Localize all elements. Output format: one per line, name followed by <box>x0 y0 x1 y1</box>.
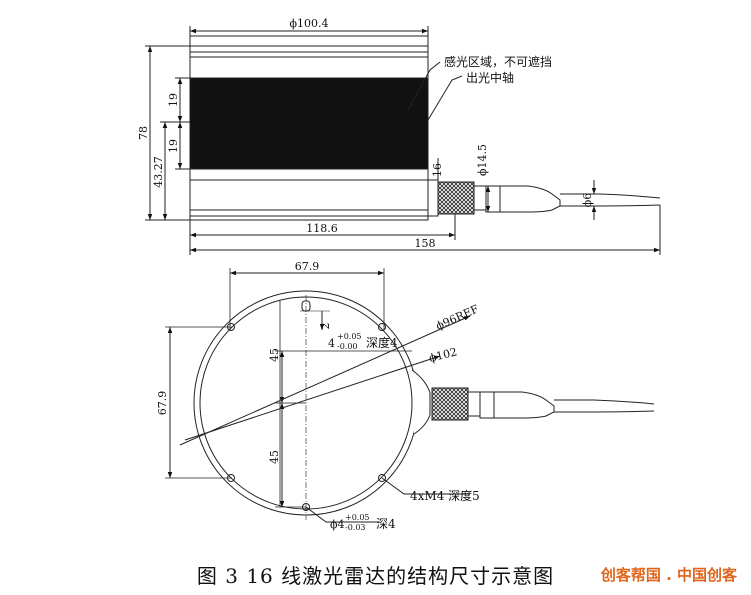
top-width-label: 67.9 <box>295 260 320 273</box>
watermark: 创客帮国 . 中国创客 <box>600 566 737 584</box>
mount-hole-tr <box>378 323 386 331</box>
axis-height-label: 43.27 <box>152 156 165 188</box>
body-length-label: 118.6 <box>306 222 338 235</box>
band-lower-label: 19 <box>167 139 180 153</box>
hole-offset-label: 2 <box>319 323 332 330</box>
upper-half-label: 45 <box>268 348 281 362</box>
top-connector-knurl <box>431 387 469 421</box>
pin-hole-tol-plus: +0.05 <box>337 332 362 341</box>
outer-diameter-label: ϕ102 <box>428 345 459 365</box>
thread-note: 4xM4 深度5 <box>410 488 480 503</box>
axis-note: 出光中轴 <box>466 70 514 85</box>
bottom-hole-plus: +0.05 <box>345 513 370 522</box>
total-height-label: 78 <box>137 126 150 140</box>
sensing-band <box>189 77 429 170</box>
connector-base <box>427 179 439 217</box>
connector-height-label: 16 <box>431 163 444 177</box>
ref-diameter-label: ϕ96REF <box>434 302 481 333</box>
bottom-hole-minus: -0.03 <box>345 523 366 532</box>
top-diameter-label: ϕ100.4 <box>290 17 329 30</box>
bottom-hole-depth: 深4 <box>376 517 396 531</box>
side-view <box>145 26 661 255</box>
top-view <box>165 268 655 523</box>
connector-knurl <box>437 181 475 215</box>
left-height-label: 67.9 <box>156 391 169 416</box>
lower-half-label: 45 <box>268 450 281 464</box>
mount-hole-br <box>378 474 386 482</box>
pin-hole-tol-label: 4 <box>328 337 335 350</box>
pin-hole-depth-label: 深度4 <box>366 335 398 350</box>
cable-boot <box>485 185 561 213</box>
top-cable <box>554 399 655 413</box>
band-upper-label: 19 <box>167 93 180 107</box>
cable <box>560 193 661 207</box>
total-length-label: 158 <box>415 237 436 250</box>
connector-diameter-label: ϕ14.5 <box>476 144 489 176</box>
figure-caption: 图 3 16 线激光雷达的结构尺寸示意图 <box>196 564 555 588</box>
sensing-area-note: 感光区域，不可遮挡 <box>444 54 552 69</box>
pin-hole-tol-minus: -0.00 <box>337 342 358 351</box>
bottom-hole-label: ϕ4 <box>330 518 345 531</box>
cable-diameter-label: ϕ6 <box>581 193 594 208</box>
